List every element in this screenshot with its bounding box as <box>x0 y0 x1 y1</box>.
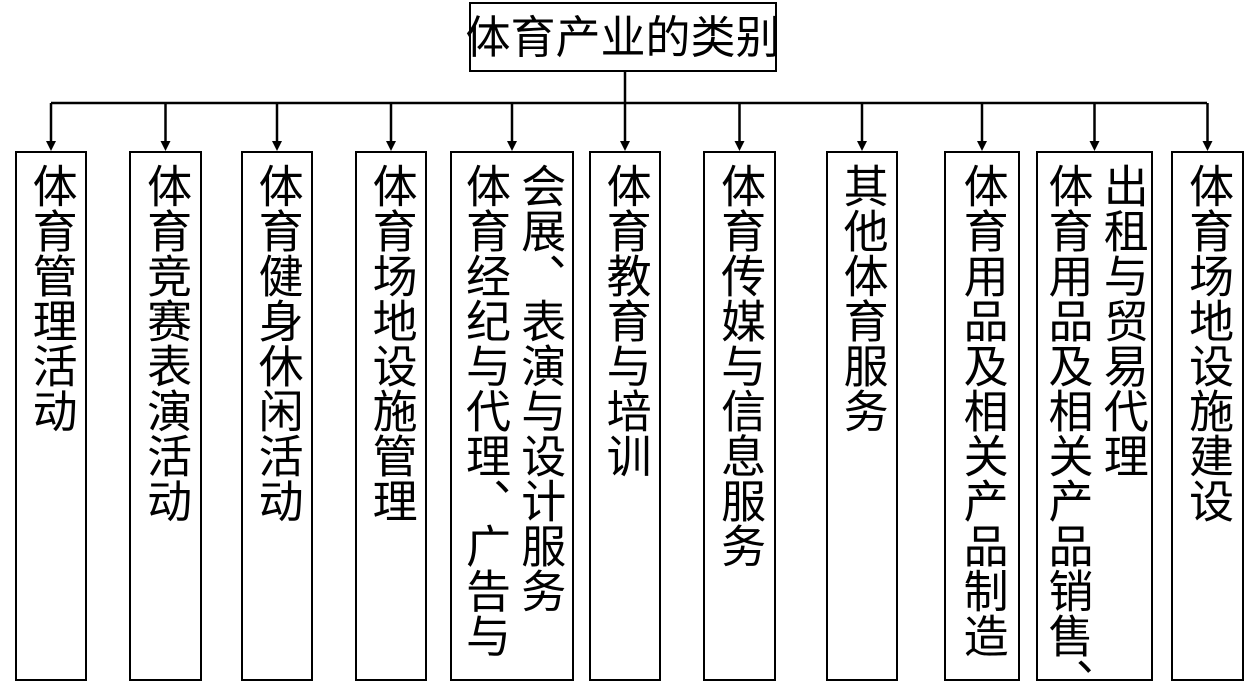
category-other-services: 其他体育服务 <box>826 151 898 681</box>
category-label: 其他体育服务 <box>835 163 889 433</box>
category-sports-management: 体育管理活动 <box>15 151 87 681</box>
category-label: 体育健身休闲活动 <box>250 163 304 523</box>
category-label-column-1: 会展、表演与设计服务 <box>513 163 567 613</box>
category-media-information: 体育传媒与信息服务 <box>703 151 776 681</box>
category-label: 体育传媒与信息服务 <box>713 163 767 568</box>
category-label-column-2: 体育经纪与代理、广告与 <box>458 163 511 658</box>
category-education-training: 体育教育与培训 <box>589 151 661 681</box>
category-venue-construction: 体育场地设施建设 <box>1171 151 1244 681</box>
category-label-column-2: 体育用品及相关产品销售、 <box>1040 163 1094 681</box>
category-label: 体育用品及相关产品制造 <box>955 163 1009 658</box>
category-competition-performance: 体育竞赛表演活动 <box>129 151 202 681</box>
category-label: 体育管理活动 <box>24 163 78 433</box>
category-label-column-1: 出租与贸易代理 <box>1095 163 1149 478</box>
category-label: 体育场地设施管理 <box>364 163 418 523</box>
category-brokerage-advertising: 会展、表演与设计服务 体育经纪与代理、广告与 <box>450 151 574 681</box>
category-fitness-leisure: 体育健身休闲活动 <box>241 151 313 681</box>
category-label: 体育场地设施建设 <box>1181 163 1235 523</box>
category-label: 体育竞赛表演活动 <box>139 163 193 523</box>
category-label: 体育教育与培训 <box>598 163 652 478</box>
category-venue-management: 体育场地设施管理 <box>355 151 427 681</box>
root-node: 体育产业的类别 <box>466 2 781 72</box>
root-label: 体育产业的类别 <box>465 10 781 64</box>
category-goods-manufacturing: 体育用品及相关产品制造 <box>944 151 1020 681</box>
category-goods-sales-rental: 出租与贸易代理 体育用品及相关产品销售、 <box>1036 151 1153 681</box>
